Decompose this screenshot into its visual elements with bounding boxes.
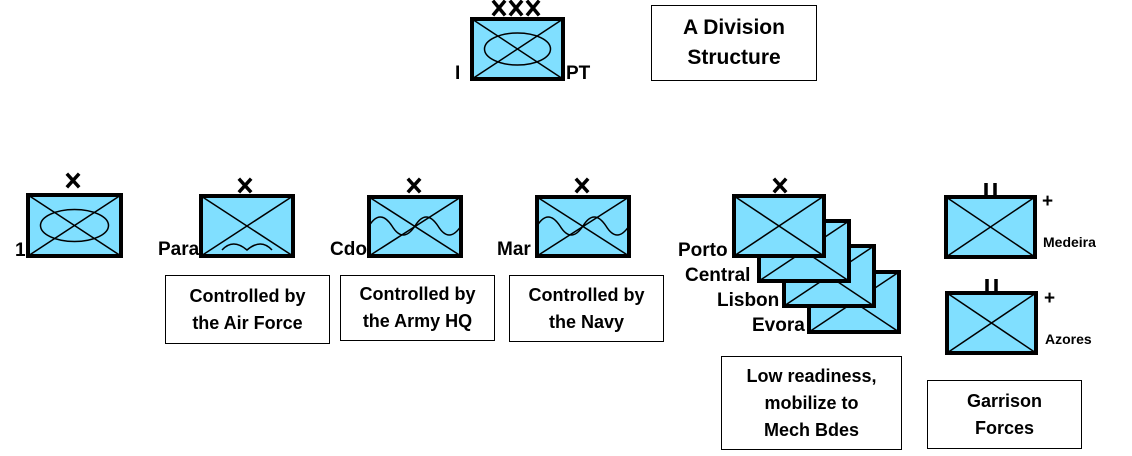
para-brigade-symbol [199,177,295,258]
note-territorial-line-3: Mech Bdes [763,419,859,440]
azores-garrison-symbol [945,279,1038,355]
division-right-label: PT [566,63,591,84]
note-territorial-line-1: Low readiness, [746,365,877,386]
note-cdo-line-1: Controlled by [359,284,476,304]
note-garrison-line-1: Garrison [966,390,1043,411]
x-echelon-icon [574,177,590,194]
note-para-line-1: Controlled by [189,285,306,306]
unit-label-1: 1 [15,240,26,261]
territorial-label-porto: Porto [678,240,728,261]
title-box: A Division Structure [651,5,817,81]
division-symbol [470,0,565,81]
madeira-garrison-symbol [944,183,1037,259]
note-cdo-line-2: the Army HQ [362,311,473,331]
note-territorial-line-2: mobilize to [764,392,859,413]
unit-label-mar: Mar [497,239,531,260]
note-mar-line-1: Controlled by [528,284,645,305]
note-cdo: Controlled by the Army HQ [340,275,495,341]
mech-brigade-1-symbol [26,172,123,258]
unit-label-para: Para [158,239,200,260]
note-mar: Controlled by the Navy [509,275,664,342]
madeira-modifier: + [1042,191,1054,212]
marine-brigade-symbol [535,177,631,258]
note-para-line-2: the Air Force [192,312,303,333]
ii-echelon-icon [984,183,997,195]
note-mar-line-2: the Navy [548,311,625,332]
xxx-echelon-icon [491,0,541,17]
porto-brigade-symbol [732,194,826,258]
unit-label-cdo: Cdo [330,239,367,260]
x-echelon-icon [65,172,81,189]
ii-echelon-icon [985,279,998,291]
note-territorial: Low readiness, mobilize to Mech Bdes [721,356,902,450]
division-left-label: I [455,63,461,84]
x-echelon-icon [406,177,422,194]
title-line-2: Structure [687,46,781,69]
title-line-1: A Division [683,16,785,39]
madeira-label: Medeira [1043,234,1096,250]
azores-label: Azores [1045,331,1092,347]
commando-brigade-symbol [367,177,463,258]
territorial-label-central: Central [685,265,751,286]
note-para: Controlled by the Air Force [165,275,330,344]
azores-modifier: + [1044,288,1056,309]
territorial-label-lisbon: Lisbon [717,290,780,311]
territorial-label-evora: Evora [752,315,805,336]
note-garrison-line-2: Forces [974,417,1035,438]
note-garrison: Garrison Forces [927,380,1082,449]
x-echelon-icon [772,177,788,194]
x-echelon-icon [237,177,253,194]
territorial-brigades-symbol [732,177,901,334]
